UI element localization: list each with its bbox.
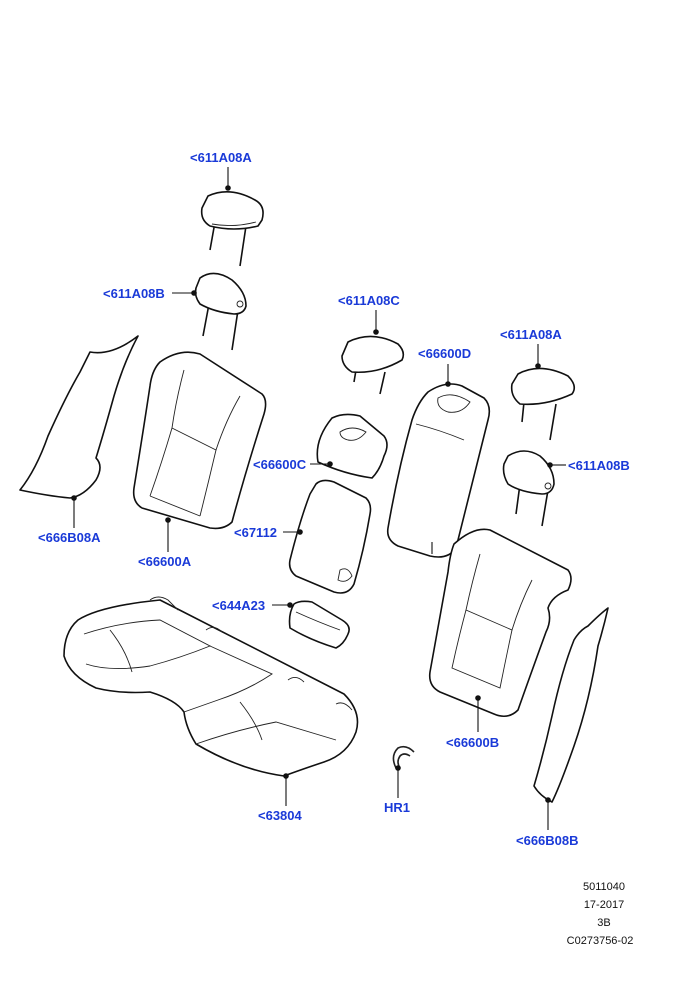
callout-63804[interactable]: <63804 — [258, 808, 303, 823]
left-backrest-part[interactable] — [132, 351, 267, 530]
callout-666B08A[interactable]: <666B08A — [38, 530, 101, 545]
callout-611A08B-right[interactable]: <611A08B — [568, 458, 630, 473]
leader-lines — [71, 167, 566, 830]
right-backrest-part[interactable] — [428, 528, 572, 718]
callout-611A08A-right[interactable]: <611A08A — [500, 327, 562, 342]
callout-labels: <611A08A <611A08B <611A08C <66600D <611A… — [38, 150, 630, 848]
headrest-center-part[interactable] — [341, 335, 405, 395]
center-backrest-part[interactable] — [386, 383, 491, 558]
hog-ring-part[interactable] — [392, 745, 415, 769]
callout-611A08B-left[interactable]: <611A08B — [103, 286, 165, 301]
callout-67112[interactable]: <67112 — [234, 525, 277, 540]
callout-666B08B[interactable]: <666B08B — [516, 833, 579, 848]
headrest-top-part[interactable] — [200, 191, 264, 267]
ref-line-2: 17-2017 — [584, 899, 624, 911]
callout-66600C[interactable]: <66600C — [253, 457, 307, 472]
callout-66600A[interactable]: <66600A — [138, 554, 192, 569]
armrest-cover-part[interactable] — [316, 413, 388, 479]
armrest-lid-part[interactable] — [288, 600, 350, 649]
ref-line-3: 3B — [597, 917, 610, 929]
ref-line-4: C0273756-02 — [567, 935, 634, 947]
callout-66600B[interactable]: <66600B — [446, 735, 499, 750]
callout-611A08C[interactable]: <611A08C — [338, 293, 400, 308]
headrest-upper-left-part[interactable] — [194, 272, 247, 351]
reference-block: 5011040 17-2017 3B C0273756-02 — [567, 881, 634, 947]
headrest-right-part[interactable] — [510, 367, 576, 441]
seat-cushion-part[interactable] — [63, 596, 359, 777]
callout-611A08A-top[interactable]: <611A08A — [190, 150, 252, 165]
ref-line-1: 5011040 — [583, 881, 625, 893]
armrest-part[interactable] — [288, 479, 372, 594]
headrest-right-lower-part[interactable] — [502, 450, 555, 527]
callout-66600D[interactable]: <66600D — [418, 346, 471, 361]
callout-HR1[interactable]: HR1 — [384, 800, 410, 815]
left-side-panel-part[interactable] — [19, 335, 139, 499]
right-side-panel-part[interactable] — [533, 607, 609, 803]
callout-644A23[interactable]: <644A23 — [212, 598, 265, 613]
